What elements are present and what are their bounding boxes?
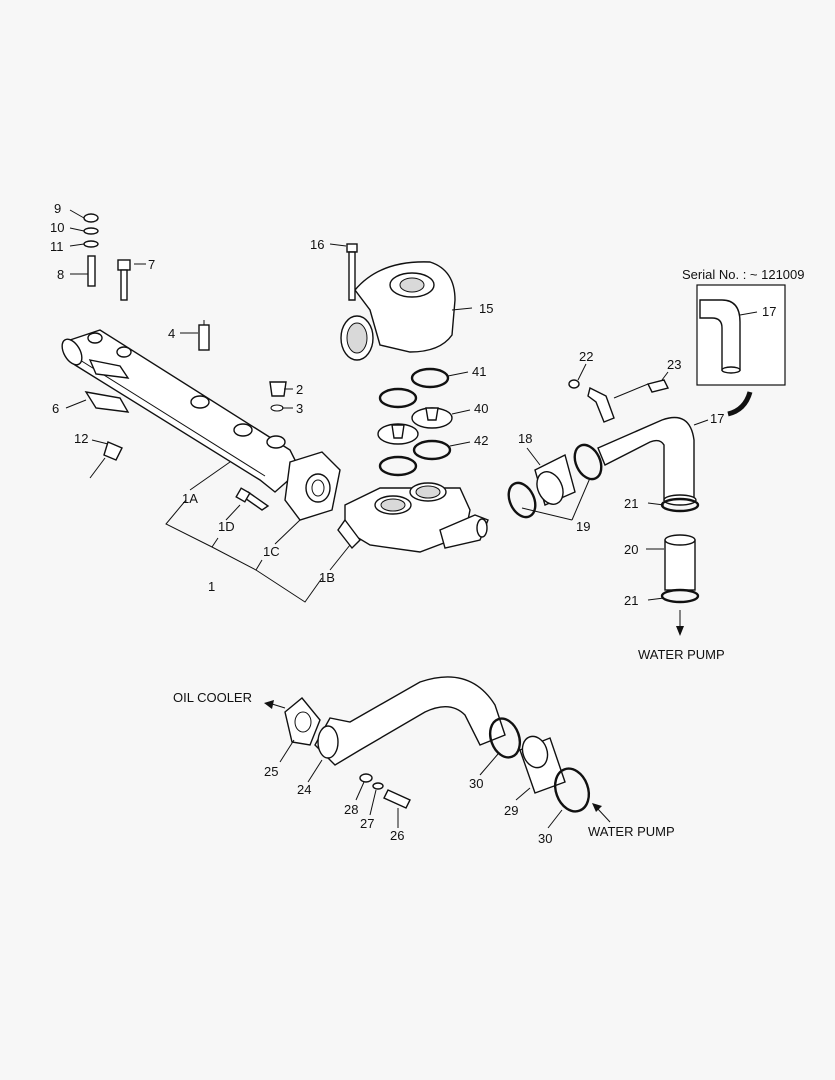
callout-1b: 1B bbox=[319, 570, 335, 585]
callout-1d: 1D bbox=[218, 519, 235, 534]
arrow-up-left-icon bbox=[592, 803, 611, 823]
serial-inset bbox=[696, 284, 786, 417]
callout-1: 1 bbox=[208, 579, 215, 594]
bolt-1d bbox=[235, 487, 270, 511]
washer-10 bbox=[83, 227, 99, 235]
callout-7: 7 bbox=[148, 257, 155, 272]
pipe-17 bbox=[597, 416, 697, 506]
callout-8: 8 bbox=[57, 267, 64, 282]
leader-lines bbox=[65, 209, 758, 829]
callout-16: 16 bbox=[310, 237, 324, 252]
callout-25: 25 bbox=[264, 764, 278, 779]
bolt-7 bbox=[117, 259, 131, 301]
serial-number-note: Serial No. : ~ 121009 bbox=[682, 267, 805, 282]
bolt-23 bbox=[646, 379, 670, 393]
water-pump-label-top: WATER PUMP bbox=[638, 647, 725, 662]
washer-11 bbox=[83, 240, 99, 248]
callout-11: 11 bbox=[50, 239, 64, 254]
callout-26: 26 bbox=[390, 828, 404, 843]
o-ring-42b bbox=[412, 439, 452, 461]
callout-2: 2 bbox=[296, 382, 303, 397]
hose-20 bbox=[664, 534, 696, 591]
bolt-16 bbox=[346, 243, 358, 301]
hose-29 bbox=[519, 735, 566, 794]
callout-12: 12 bbox=[74, 431, 88, 446]
callout-20: 20 bbox=[624, 542, 638, 557]
clamp-19 bbox=[507, 443, 603, 519]
washer-27 bbox=[372, 782, 384, 790]
callout-4: 4 bbox=[168, 326, 175, 341]
pipe-24 bbox=[314, 676, 506, 766]
callout-17-inset: 17 bbox=[762, 304, 776, 319]
callout-27: 27 bbox=[360, 816, 374, 831]
callout-23: 23 bbox=[667, 357, 681, 372]
callout-40: 40 bbox=[474, 401, 488, 416]
callout-29: 29 bbox=[504, 803, 518, 818]
water-pump-label-bottom: WATER PUMP bbox=[588, 824, 675, 839]
oil-cooler-label: OIL COOLER bbox=[173, 690, 252, 705]
stud-8 bbox=[87, 255, 96, 287]
washer-28 bbox=[359, 773, 373, 783]
water-manifold bbox=[61, 329, 341, 521]
thermostat-40 bbox=[377, 407, 453, 445]
clamp-21-bottom bbox=[660, 588, 700, 604]
callout-24: 24 bbox=[297, 782, 311, 797]
nut-9 bbox=[83, 213, 99, 223]
callout-17-main: 17 bbox=[710, 411, 724, 426]
gasket-25 bbox=[284, 697, 321, 746]
callout-30-bottom: 30 bbox=[538, 831, 552, 846]
callout-30-top: 30 bbox=[469, 776, 483, 791]
callout-19: 19 bbox=[576, 519, 590, 534]
o-ring-41a bbox=[378, 387, 418, 409]
callout-6: 6 bbox=[52, 401, 59, 416]
callout-42: 42 bbox=[474, 433, 488, 448]
plug-2 bbox=[269, 381, 287, 397]
thermostat-housing-lower bbox=[337, 482, 489, 553]
callout-41: 41 bbox=[472, 364, 486, 379]
callout-9: 9 bbox=[54, 201, 61, 216]
clamp-30-top bbox=[488, 717, 522, 759]
bracket-22 bbox=[568, 379, 615, 423]
callout-1c: 1C bbox=[263, 544, 280, 559]
callout-1a: 1A bbox=[182, 491, 198, 506]
callout-10: 10 bbox=[50, 220, 64, 235]
callout-15: 15 bbox=[479, 301, 493, 316]
o-ring-41b bbox=[410, 367, 450, 389]
arrow-left-icon bbox=[264, 700, 286, 709]
clamp-30-bottom bbox=[553, 767, 591, 813]
callout-22: 22 bbox=[579, 349, 593, 364]
callout-21-bottom: 21 bbox=[624, 593, 638, 608]
o-ring-42a bbox=[378, 455, 418, 477]
callout-28: 28 bbox=[344, 802, 358, 817]
callout-21-top: 21 bbox=[624, 496, 638, 511]
sensor-4 bbox=[198, 320, 210, 351]
callout-3: 3 bbox=[296, 401, 303, 416]
washer-3 bbox=[270, 404, 284, 412]
callout-18: 18 bbox=[518, 431, 532, 446]
hose-18 bbox=[534, 453, 576, 506]
arrow-down-icon bbox=[676, 610, 684, 636]
bolt-26 bbox=[383, 789, 411, 809]
thermostat-cover bbox=[340, 261, 456, 361]
sensor-12 bbox=[89, 441, 123, 479]
